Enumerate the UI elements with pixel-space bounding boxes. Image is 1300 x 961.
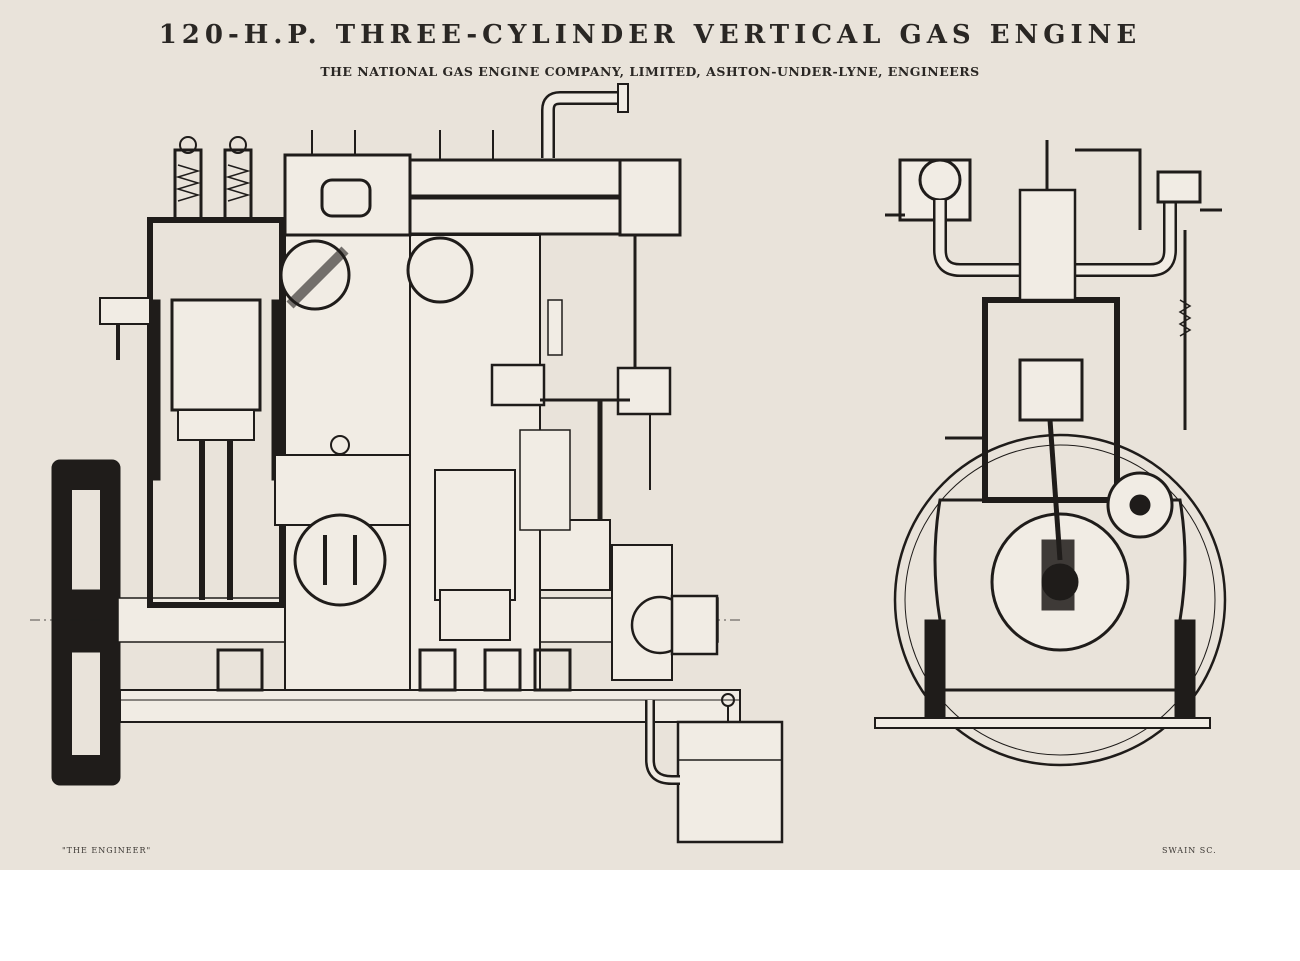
cylinder-three xyxy=(406,234,541,691)
end-elevation-drawing xyxy=(874,140,1227,767)
flywheel-rim xyxy=(893,433,1227,767)
bottom-margin xyxy=(0,870,1300,961)
end-bedplate xyxy=(874,717,1211,729)
cylinder-two xyxy=(274,234,421,691)
end-manifold xyxy=(885,140,1222,302)
engraver-credit: SWAIN SC. xyxy=(1162,846,1217,855)
plate-subtitle: THE NATIONAL GAS ENGINE COMPANY, LIMITED… xyxy=(320,64,980,79)
flywheel xyxy=(30,459,740,786)
engraving-plate: 120-H.P. THREE-CYLINDER VERTICAL GAS ENG… xyxy=(0,0,1300,870)
engine-drawings xyxy=(30,83,1227,844)
side-elevation-drawing xyxy=(30,83,784,844)
plate-title: 120-H.P. THREE-CYLINDER VERTICAL GAS ENG… xyxy=(158,20,1142,50)
oil-tank xyxy=(645,693,784,844)
valve-gear xyxy=(173,136,253,222)
exhaust-manifold xyxy=(283,83,682,237)
governor-assembly xyxy=(490,235,719,681)
publication-credit: "THE ENGINEER" xyxy=(62,846,152,855)
cylinder-one-section xyxy=(99,217,285,608)
